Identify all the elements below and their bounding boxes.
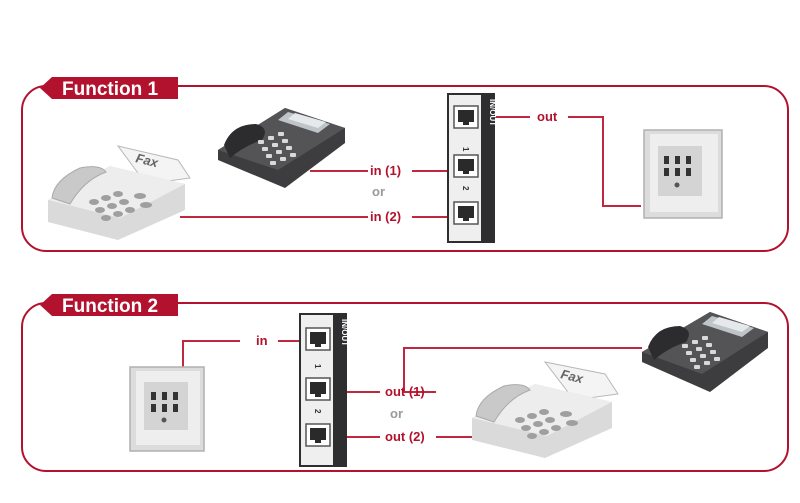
label-out-2: out (2) — [385, 429, 425, 444]
label-or: or — [390, 406, 403, 421]
splitter-device: IN/OUT 1 2 — [299, 313, 349, 467]
function-1-title-tab: Function 1 — [40, 77, 178, 100]
port-number-2: 2 — [313, 409, 322, 414]
function-2-cables — [182, 340, 642, 438]
telephone-icon — [218, 108, 345, 188]
rj-port-2[interactable] — [305, 423, 331, 447]
rj-port-2[interactable] — [453, 201, 479, 225]
label-out: out — [537, 109, 558, 124]
function-2-title: Function 2 — [62, 296, 158, 317]
port-number-2: 2 — [461, 186, 470, 191]
fax-machine-icon: Fax — [472, 361, 619, 458]
function-1-cables — [180, 116, 641, 218]
fax-machine-icon: Fax — [48, 145, 191, 240]
label-or: or — [372, 184, 385, 199]
splitter-device: IN/OUT 1 2 — [447, 93, 497, 243]
rj-port-1[interactable] — [453, 154, 479, 178]
label-in-1: in (1) — [370, 163, 401, 178]
rj-port-in[interactable] — [305, 327, 331, 351]
function-1-frame — [21, 85, 789, 252]
splitter-label: IN/OUT — [340, 319, 349, 346]
label-in-2: in (2) — [370, 209, 401, 224]
function-2-panel: Function 2 in out (1) or out (2) IN/OUT … — [21, 294, 789, 472]
function-1-title: Function 1 — [62, 79, 158, 100]
label-out-1: out (1) — [385, 384, 425, 399]
function-1-panel: Function 1 in (1) or in (2) out IN/OUT 1 — [21, 77, 789, 252]
function-2-title-tab: Function 2 — [40, 294, 178, 317]
wall-socket-icon — [643, 129, 723, 219]
port-number-1: 1 — [313, 364, 322, 369]
rj-port-out[interactable] — [453, 105, 479, 129]
fax-paper-label: Fax — [134, 150, 160, 170]
function-2-frame — [21, 302, 789, 472]
wall-socket-icon — [129, 366, 205, 452]
splitter-label: IN/OUT — [488, 99, 497, 126]
fax-paper-label: Fax — [559, 366, 585, 386]
telephone-icon — [642, 312, 768, 392]
port-number-1: 1 — [461, 147, 470, 152]
label-in: in — [256, 333, 268, 348]
rj-port-1[interactable] — [305, 377, 331, 401]
